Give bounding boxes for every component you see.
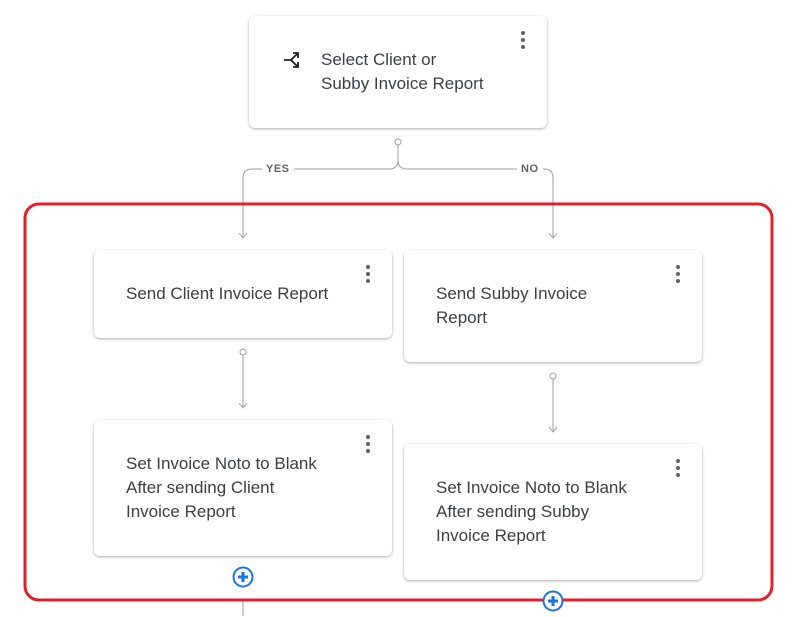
step-label-set-noto-client: Set Invoice Noto to Blank After sending … (126, 454, 317, 521)
step-label-set-noto-subby: Set Invoice Noto to Blank After sending … (436, 478, 627, 545)
step-label-send-client: Send Client Invoice Report (126, 284, 329, 303)
yes-branch-label: YES (262, 163, 294, 175)
client-step-outlet (239, 348, 247, 356)
step-card-set-noto-subby[interactable]: Set Invoice Noto to Blank After sending … (404, 444, 702, 580)
step-card-send-client[interactable]: Send Client Invoice Report (94, 250, 392, 338)
decision-label: Select Client or Subby Invoice Report (321, 50, 484, 93)
step-label-send-subby: Send Subby Invoice Report (436, 284, 588, 327)
highlight-box (23, 202, 774, 602)
yes-connector (242, 145, 399, 238)
subby-step-outlet (549, 372, 557, 380)
decision-card[interactable]: Select Client or Subby Invoice Report (249, 16, 547, 128)
step-card-send-subby[interactable]: Send Subby Invoice Report (404, 250, 702, 362)
decision-outlet (394, 138, 402, 146)
no-connector (397, 159, 554, 238)
set-noto-subby-more-vert-icon[interactable] (670, 457, 686, 479)
add-step-icon-subby[interactable] (542, 590, 564, 612)
send-client-more-vert-icon[interactable] (360, 263, 376, 285)
branch-icon (283, 51, 303, 69)
step-card-set-noto-client[interactable]: Set Invoice Noto to Blank After sending … (94, 420, 392, 556)
add-step-icon-client[interactable] (232, 566, 254, 588)
set-noto-client-more-vert-icon[interactable] (360, 433, 376, 455)
send-subby-more-vert-icon[interactable] (670, 263, 686, 285)
decision-more-vert-icon[interactable] (515, 29, 531, 51)
no-branch-label: NO (517, 163, 543, 175)
